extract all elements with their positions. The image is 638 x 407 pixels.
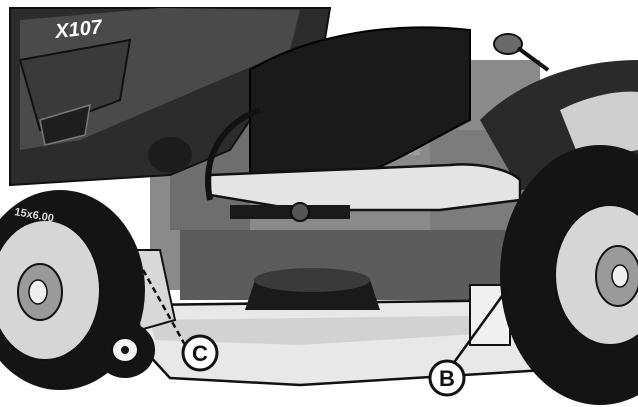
callout-b-label: B (439, 366, 455, 391)
mower-hood (9, 7, 332, 187)
callout-b: B (428, 359, 466, 397)
step-rail (208, 163, 522, 212)
callout-b-leader (448, 291, 507, 369)
callout-c-label: C (192, 341, 208, 366)
lift-link-pivot (290, 202, 310, 222)
frame-top (0, 0, 638, 8)
gauge-wheel (95, 322, 155, 378)
callout-c: C (181, 334, 219, 372)
model-badge: X107 (53, 16, 104, 43)
callout-c-leader (140, 267, 187, 346)
rear-tire (500, 145, 638, 405)
mower-fender (249, 26, 471, 182)
knob-left (148, 137, 192, 173)
cable (205, 107, 262, 201)
